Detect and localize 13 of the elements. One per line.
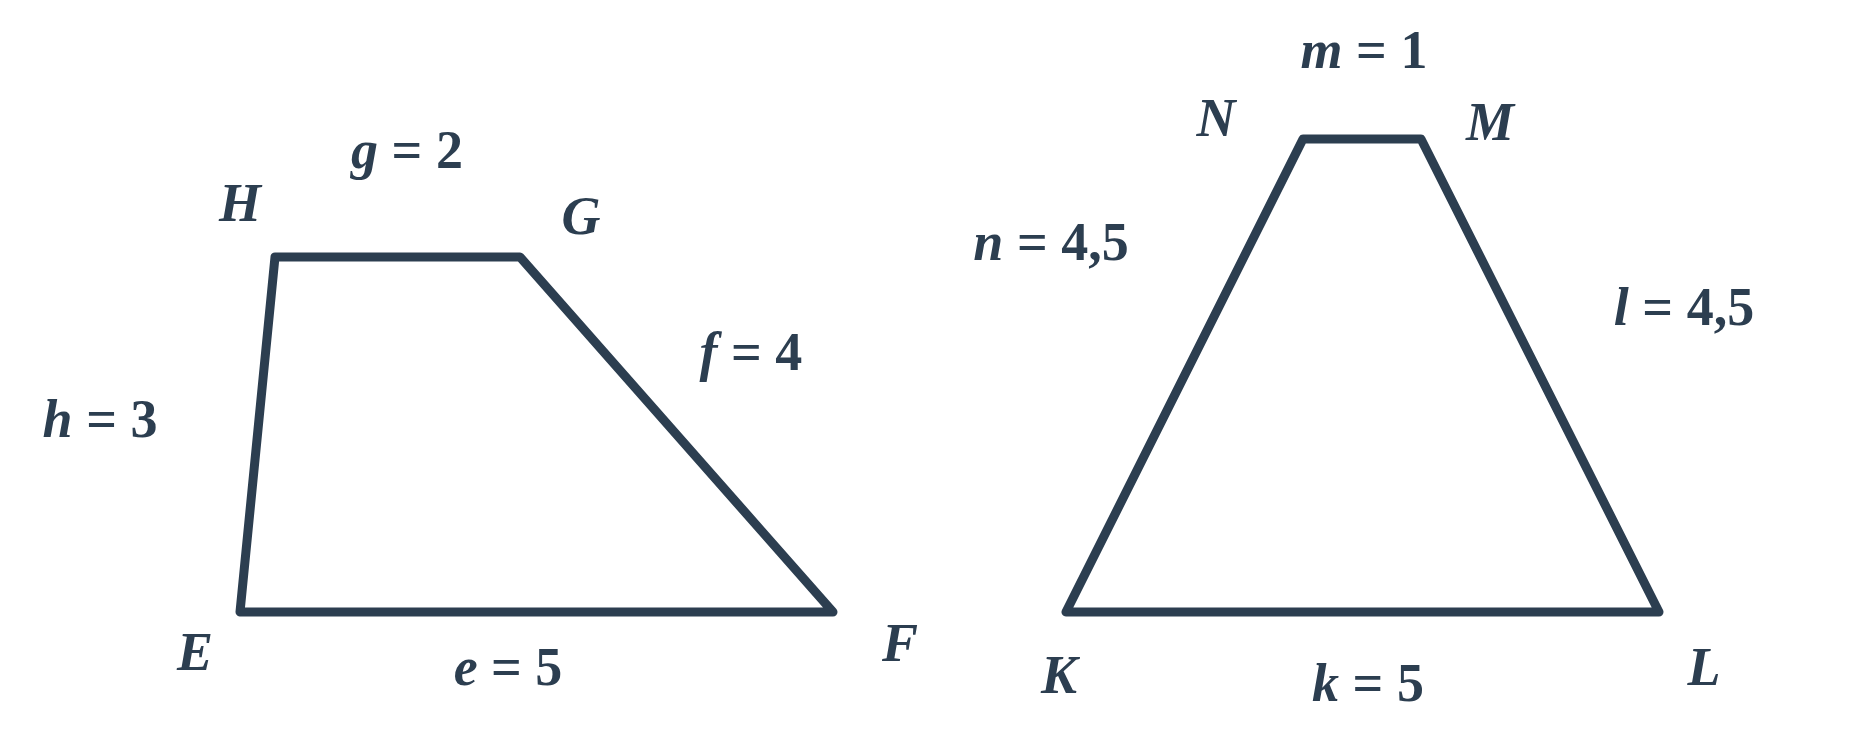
side-label: l = 4,5	[1613, 280, 1755, 334]
vertex-label: G	[561, 189, 601, 243]
side-label: h = 3	[42, 392, 158, 446]
side-label: n = 4,5	[973, 215, 1129, 269]
vertex-label: N	[1196, 91, 1236, 145]
side-label: m = 1	[1300, 23, 1428, 77]
vertex-label: H	[219, 176, 261, 230]
vertex-label: E	[177, 625, 213, 679]
vertex-label: F	[882, 616, 918, 670]
side-label: k = 5	[1312, 656, 1424, 710]
vertex-label: M	[1466, 95, 1514, 149]
side-label: e = 5	[453, 640, 563, 694]
vertex-label: L	[1687, 640, 1721, 694]
